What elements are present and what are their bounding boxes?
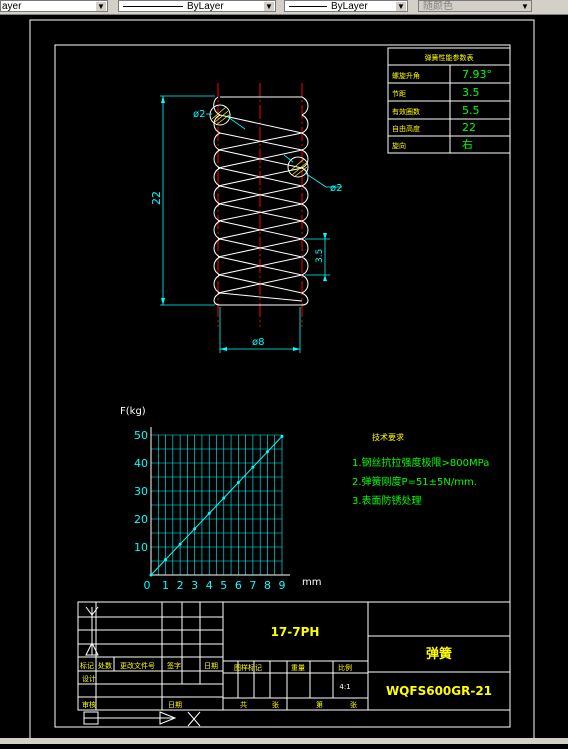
sheet-label: 张 bbox=[272, 700, 279, 709]
spring-table-title: 弹簧性能参数表 bbox=[425, 53, 474, 62]
spring-table-value: 22 bbox=[462, 121, 476, 134]
data-point bbox=[193, 527, 197, 531]
tech-req-item: 2.弹簧刚度P=51±5N/mm. bbox=[352, 475, 477, 488]
tech-req-item: 1.钢丝抗拉强度极限>800MPa bbox=[352, 456, 489, 469]
sheet-label: 共 bbox=[240, 700, 247, 709]
pitch-dimension: 3.5 bbox=[315, 249, 325, 263]
spring-table-value: 3.5 bbox=[462, 86, 480, 99]
tech-req-item: 3.表面防锈处理 bbox=[352, 494, 422, 507]
spring-table-label: 有效圈数 bbox=[392, 107, 420, 116]
row-label: 审核 bbox=[82, 700, 96, 709]
x-tick-label: 0 bbox=[144, 579, 151, 592]
spring-table-label: 节距 bbox=[392, 90, 406, 98]
date-label: 日期 bbox=[168, 701, 182, 709]
y-tick-label: 50 bbox=[134, 429, 148, 442]
y-tick-label: 20 bbox=[134, 513, 148, 526]
data-point bbox=[265, 450, 269, 454]
plotstyle-combo-text: 随颜色 bbox=[423, 1, 453, 12]
sheet-label: 第 bbox=[316, 700, 323, 709]
diameter-dimension: ø8 bbox=[252, 337, 264, 348]
drawing-border bbox=[54, 44, 511, 728]
technical-requirements: 技术要求 1.钢丝抗拉强度极限>800MPa 2.弹簧刚度P=51±5N/mm.… bbox=[352, 432, 489, 507]
x-tick-label: 7 bbox=[249, 579, 256, 592]
sheet-label: 张 bbox=[350, 700, 357, 709]
drawing-canvas[interactable]: 弹簧性能参数表 螺旋升角 7.93° 节距 3.5 有效圈数 5.5 自由高度 … bbox=[0, 15, 568, 744]
spring-drawing bbox=[209, 83, 309, 327]
layer-combo-text: ayer bbox=[2, 1, 22, 12]
x-tick-label: 4 bbox=[206, 579, 213, 592]
spring-table-value: 7.93° bbox=[462, 68, 492, 81]
chevron-down-icon: ▼ bbox=[396, 2, 406, 11]
data-point bbox=[251, 465, 255, 469]
spring-table-value: 5.5 bbox=[462, 104, 480, 117]
header-label: 标记 bbox=[80, 661, 94, 670]
height-dimension: 22 bbox=[150, 191, 163, 205]
data-point bbox=[222, 496, 226, 500]
lineweight-combo[interactable]: ByLayer ▼ bbox=[284, 0, 408, 12]
tech-req-title: 技术要求 bbox=[372, 432, 404, 442]
wire-diameter-top: ø2 bbox=[193, 109, 205, 120]
part-name: 弹簧 bbox=[426, 646, 452, 662]
chart-xlabel: mm bbox=[302, 577, 321, 588]
drawing-number: WQFS600GR-21 bbox=[386, 684, 492, 698]
title-block: 17-7PH 弹簧 WQFS600GR-21 4:1 标记 处数 更改文件号 签… bbox=[77, 601, 511, 711]
header-label: 签字 bbox=[167, 661, 181, 670]
row-label: 设计 bbox=[82, 674, 96, 683]
stage-label: 重量 bbox=[291, 664, 305, 672]
spring-table-label: 螺旋升角 bbox=[392, 71, 420, 80]
spring-parameter-table: 弹簧性能参数表 螺旋升角 7.93° 节距 3.5 有效圈数 5.5 自由高度 … bbox=[387, 47, 511, 154]
data-point bbox=[207, 511, 211, 515]
status-bar bbox=[0, 738, 568, 744]
linetype-combo[interactable]: ByLayer ▼ bbox=[118, 0, 276, 12]
spring-dimensions: 22 ø8 3.5 ø2 ø2 bbox=[150, 95, 342, 353]
plotstyle-combo[interactable]: 随颜色 ▼ bbox=[418, 0, 532, 12]
y-tick-label: 30 bbox=[134, 485, 148, 498]
x-tick-label: 1 bbox=[162, 579, 169, 592]
layer-combo[interactable]: ayer ▼ bbox=[0, 0, 108, 12]
chart-ylabel: F(kg) bbox=[120, 406, 146, 417]
linetype-combo-text: ByLayer bbox=[187, 1, 224, 12]
wire-section-top bbox=[209, 104, 231, 126]
lineweight-sample bbox=[289, 6, 327, 7]
chevron-down-icon: ▼ bbox=[520, 2, 530, 11]
ucs-icon-model[interactable] bbox=[83, 711, 201, 727]
ucs-icon-paper bbox=[85, 606, 99, 656]
material-code: 17-7PH bbox=[271, 625, 320, 639]
data-point bbox=[164, 558, 168, 562]
data-point bbox=[280, 434, 284, 438]
x-tick-label: 5 bbox=[220, 579, 227, 592]
x-tick-label: 3 bbox=[191, 579, 198, 592]
x-tick-label: 2 bbox=[177, 579, 184, 592]
data-point bbox=[149, 573, 153, 577]
header-label: 处数 bbox=[98, 661, 112, 670]
chevron-down-icon: ▼ bbox=[264, 2, 274, 11]
data-point bbox=[236, 481, 240, 485]
header-label: 日期 bbox=[204, 662, 218, 670]
linetype-sample bbox=[123, 6, 183, 7]
wire-section-right bbox=[287, 156, 309, 178]
lineweight-combo-text: ByLayer bbox=[331, 1, 368, 12]
x-tick-label: 8 bbox=[264, 579, 271, 592]
y-tick-label: 40 bbox=[134, 457, 148, 470]
load-line bbox=[150, 436, 283, 576]
data-point bbox=[178, 542, 182, 546]
wire-diameter-right: ø2 bbox=[330, 183, 342, 194]
chevron-down-icon: ▼ bbox=[96, 2, 106, 11]
spring-table-label: 旋向 bbox=[392, 141, 406, 150]
stage-label: 图样标记 bbox=[234, 663, 262, 672]
properties-toolbar: ayer ▼ ByLayer ▼ ByLayer ▼ 随颜色 ▼ bbox=[0, 0, 568, 15]
x-tick-label: 6 bbox=[235, 579, 242, 592]
x-tick-label: 9 bbox=[279, 579, 286, 592]
spring-table-label: 自由高度 bbox=[392, 124, 420, 133]
stage-label: 比例 bbox=[338, 663, 352, 672]
y-tick-label: 10 bbox=[134, 541, 148, 554]
scale-value: 4:1 bbox=[339, 683, 350, 691]
spring-table-value: 右 bbox=[462, 137, 473, 151]
header-label: 更改文件号 bbox=[120, 661, 155, 670]
